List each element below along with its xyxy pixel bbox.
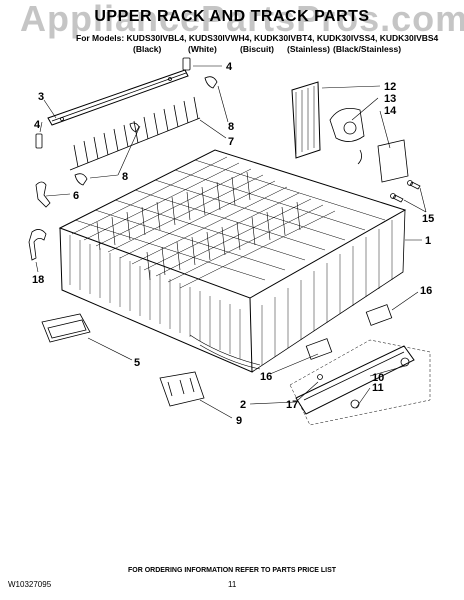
- rack-stud: [35, 181, 51, 208]
- callout-6: 6: [73, 190, 79, 202]
- rack-handle: [41, 313, 91, 343]
- callout-18: 18: [32, 274, 44, 286]
- roller-clip: [28, 229, 47, 261]
- color-biscuit: (Biscuit): [240, 44, 274, 54]
- model-list: For Models: KUDS30IVBL4, KUDS30IVWH4, KU…: [76, 33, 439, 43]
- callout-10: 10: [372, 372, 384, 384]
- ordering-note: FOR ORDERING INFORMATION REFER TO PARTS …: [127, 567, 337, 574]
- lower-bracket: [159, 371, 205, 407]
- track-assembly: [289, 304, 431, 426]
- callout-4: 4: [226, 61, 233, 73]
- color-stainless: (Stainless): [287, 44, 330, 54]
- screws: [390, 180, 421, 203]
- rail-end-caps: [35, 57, 191, 149]
- leader-lines: [35, 65, 427, 419]
- page-title: UPPER RACK AND TRACK PARTS: [94, 8, 370, 25]
- callout-3: 3: [38, 91, 44, 103]
- color-black: (Black): [133, 44, 162, 54]
- callout-14: 14: [384, 105, 397, 117]
- callout-16-left: 16: [260, 371, 272, 383]
- rack-rail: [47, 69, 189, 126]
- callout-2: 2: [240, 399, 246, 411]
- callout-5: 5: [134, 357, 140, 369]
- tine-clips: [74, 76, 218, 186]
- third-level-assembly: [291, 81, 409, 183]
- callout-17: 17: [286, 399, 298, 411]
- color-white: (White): [188, 44, 217, 54]
- callout-15: 15: [422, 213, 434, 225]
- upper-rack-basket: [58, 149, 407, 373]
- callout-12: 12: [384, 81, 396, 93]
- callout-7: 7: [228, 136, 234, 148]
- document-number: W10327095: [8, 580, 52, 589]
- tine-row: [69, 96, 201, 171]
- callout-16-right: 16: [420, 285, 432, 297]
- page-number: 11: [228, 580, 237, 589]
- callout-8: 8: [228, 121, 234, 133]
- callout-4-left: 4: [34, 119, 41, 131]
- callout-11: 11: [372, 382, 384, 394]
- callout-8-center: 8: [122, 171, 128, 183]
- callout-1: 1: [425, 235, 431, 247]
- color-black-stainless: (Black/Stainless): [333, 44, 402, 54]
- callout-9: 9: [236, 415, 242, 427]
- callout-13: 13: [384, 93, 396, 105]
